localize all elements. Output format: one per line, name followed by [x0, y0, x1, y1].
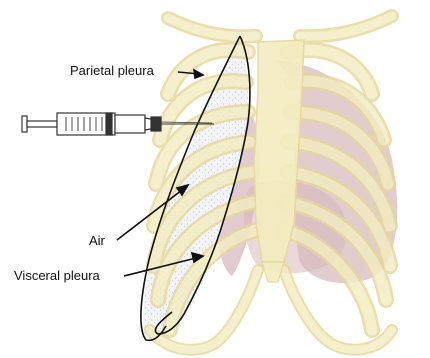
air-label: Air [89, 233, 106, 248]
visceral-pleura-label: Visceral pleura [14, 268, 101, 283]
xiphoid [262, 262, 284, 282]
parietal-pleura-label: Parietal pleura [70, 63, 155, 78]
